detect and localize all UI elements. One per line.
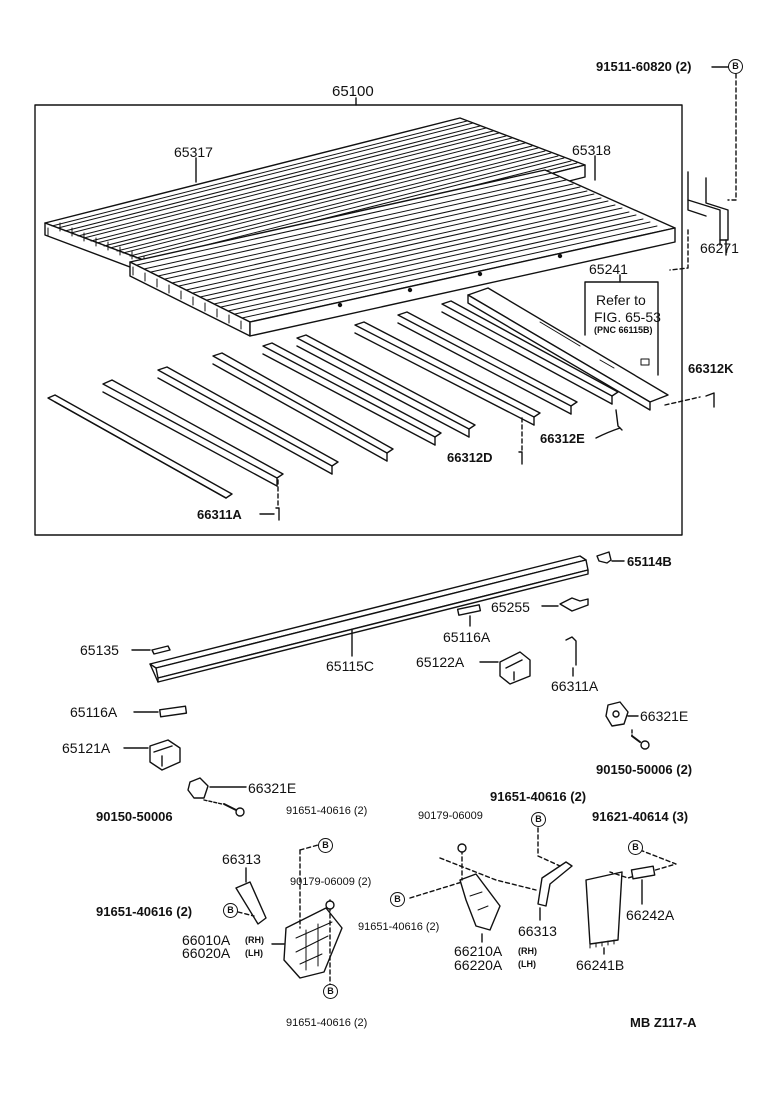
clip-66312D	[518, 451, 523, 465]
label-65135: 65135	[80, 642, 119, 658]
label-90179-top: 90179-06009	[418, 810, 483, 822]
refer-line-2: FIG. 65-53	[594, 309, 661, 325]
part-65121A	[149, 739, 181, 771]
label-66321E-l: 66321E	[248, 780, 297, 796]
label-66312E: 66312E	[540, 431, 585, 446]
label-66312K: 66312K	[688, 361, 734, 376]
part-65116A-a	[456, 604, 482, 616]
label-65116A-b: 65116A	[70, 704, 118, 720]
bracket-66271	[687, 171, 729, 246]
bolt-marker-91651-top-right: B	[531, 812, 546, 827]
dash-66271	[669, 229, 689, 271]
label-91651-left: 91651-40616 (2)	[96, 904, 193, 919]
label-91511-60820: 91511-60820 (2)	[596, 59, 692, 74]
label-66311A-top: 66311A	[197, 507, 242, 522]
label-rh-1: (RH)	[245, 935, 264, 945]
part-66313-r	[537, 861, 573, 907]
part-65114B	[596, 551, 612, 564]
label-66242A: 66242A	[626, 907, 675, 923]
part-66311A	[565, 636, 577, 666]
bolt-marker-91651-left: B	[223, 903, 238, 918]
refer-bracket	[584, 281, 659, 376]
label-66241B: 66241B	[576, 957, 625, 973]
label-91651-mid: 91651-40616 (2)	[358, 921, 440, 933]
label-65116A-a: 65116A	[443, 629, 491, 645]
clip-66312K	[705, 392, 715, 408]
label-90150-50006-l: 90150-50006	[96, 809, 173, 824]
assembly-frame	[34, 104, 683, 536]
label-65121A: 65121A	[62, 740, 111, 756]
label-65122A: 65122A	[416, 654, 465, 670]
bolt-marker-91651-top: B	[318, 838, 333, 853]
label-90179-mid: 90179-06009 (2)	[290, 876, 372, 888]
label-90150-50006-r: 90150-50006 (2)	[596, 762, 693, 777]
label-66311A: 66311A	[551, 678, 599, 694]
part-65255	[559, 597, 589, 612]
label-66271: 66271	[700, 240, 739, 256]
dash-91511	[727, 73, 737, 201]
part-65135	[151, 645, 171, 655]
label-65100: 65100	[332, 83, 374, 100]
clip-66311A-top	[275, 507, 280, 521]
label-91621-40614: 91621-40614 (3)	[592, 809, 689, 824]
label-66220A: 66220A	[454, 957, 503, 973]
side-rail-65241	[467, 287, 669, 411]
nut-90179-top	[457, 843, 467, 853]
label-66312D: 66312D	[447, 450, 493, 465]
label-66313-r: 66313	[518, 923, 557, 939]
label-rh-2: (RH)	[518, 946, 537, 956]
refer-line-1: Refer to	[596, 292, 646, 308]
label-65255: 65255	[491, 599, 530, 615]
label-65318: 65318	[572, 142, 611, 158]
part-66241B	[585, 871, 623, 945]
label-65241: 65241	[589, 261, 628, 277]
label-66313-l: 66313	[222, 851, 261, 867]
label-91651-top-right: 91651-40616 (2)	[490, 789, 587, 804]
label-91651-top: 91651-40616 (2)	[286, 805, 368, 817]
bolt-marker-91651-mid: B	[390, 892, 405, 907]
screw-90150-l	[223, 803, 237, 811]
label-65114B: 65114B	[627, 554, 672, 569]
floor-panel-65318	[129, 169, 676, 337]
bolt-marker-91621: B	[628, 840, 643, 855]
label-66020A: 66020A	[182, 945, 231, 961]
label-lh-2: (LH)	[518, 959, 536, 969]
label-lh-1: (LH)	[245, 948, 263, 958]
part-65116A-b	[159, 705, 188, 718]
diagram-code: MB Z117-A	[630, 1015, 697, 1030]
screw-90150-r	[631, 735, 641, 743]
label-65115C: 65115C	[326, 658, 375, 674]
label-66010A: 66010A	[182, 932, 231, 948]
rail-65115C	[149, 555, 589, 683]
nut-90179-mid	[325, 900, 335, 910]
part-66321E-l	[187, 777, 209, 799]
part-66210A	[459, 873, 501, 931]
label-66321E-r: 66321E	[640, 708, 689, 724]
part-66313-l	[235, 881, 267, 925]
part-66321E-r	[605, 701, 629, 727]
label-91651-bottom: 91651-40616 (2)	[286, 1017, 368, 1029]
refer-line-3: (PNC 66115B)	[594, 325, 653, 335]
clip-66312E	[615, 409, 623, 431]
label-66210A: 66210A	[454, 943, 503, 959]
cross-sills	[47, 300, 619, 499]
label-65317: 65317	[174, 144, 213, 160]
bolt-marker-91651-bottom: B	[323, 984, 338, 999]
part-66242A	[630, 865, 656, 880]
bolt-marker-91511: B	[728, 59, 743, 74]
part-65122A	[499, 651, 531, 685]
